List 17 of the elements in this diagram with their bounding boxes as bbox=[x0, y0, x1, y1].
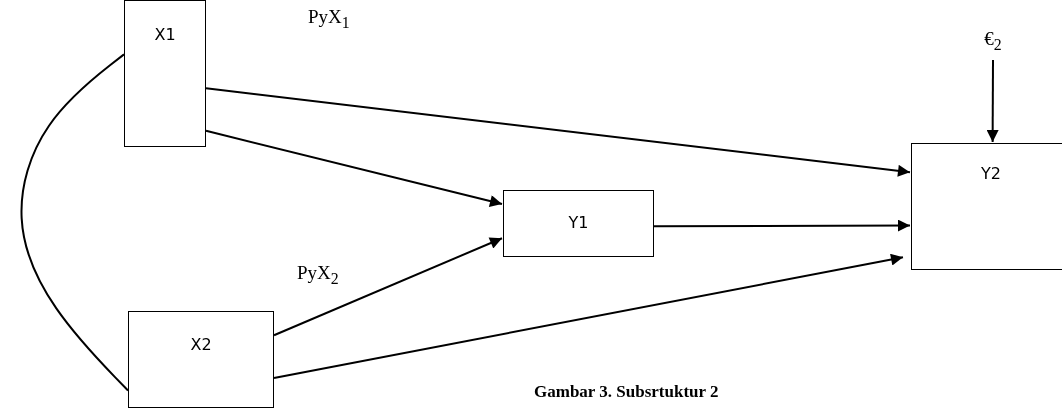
connector-line bbox=[20, 53, 129, 392]
arrow bbox=[273, 253, 904, 379]
variable-box bbox=[911, 143, 1062, 270]
arrow bbox=[986, 59, 999, 143]
variable-label: Y2 bbox=[980, 164, 1002, 183]
variable-label: X1 bbox=[153, 25, 177, 44]
arrow bbox=[273, 237, 503, 337]
figure-caption: Gambar 3. Subsrtuktur 2 bbox=[534, 382, 719, 402]
variable-label: X2 bbox=[189, 335, 213, 354]
arrow bbox=[653, 219, 911, 232]
error-term-label: €$_{2}$ bbox=[983, 28, 1003, 54]
variable-box bbox=[124, 0, 206, 147]
arrow bbox=[205, 87, 911, 177]
variable-box bbox=[128, 311, 274, 408]
variable-box bbox=[503, 190, 654, 257]
variable-label: Y1 bbox=[567, 213, 590, 232]
arrow bbox=[205, 129, 503, 207]
